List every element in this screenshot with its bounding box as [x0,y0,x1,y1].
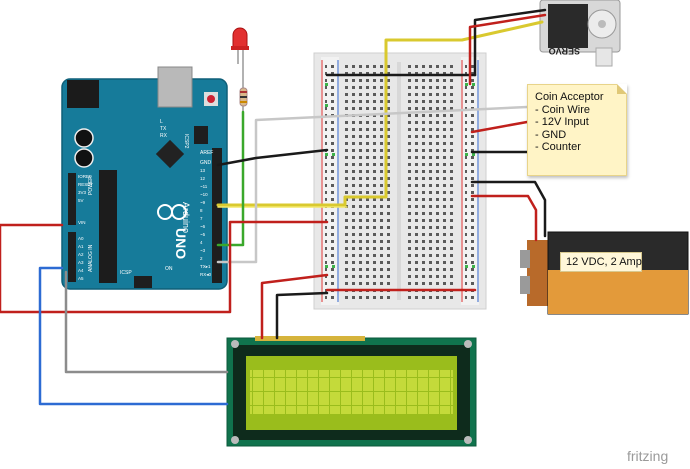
blue-wire [38,266,229,406]
analog-pin-label: A2 [78,252,84,257]
arduino-name: Arduino [181,202,191,233]
red-wire-5v [0,220,329,314]
arduino-ioref-label: IOREF [78,174,92,179]
digital-pin-labels: 13 12 ~11 ~10 ~9 8 7 ~6 ~5 4 ~3 2TX▸1RX◂0 [200,168,212,277]
arduino-icsp2-label: ICSP2 [183,134,189,149]
digital-pin-label: TX▸1 [200,264,211,269]
battery-9v [520,231,689,315]
coin-note-line: - Coin Wire [535,103,591,116]
arduino-vin-label: VIN [78,220,86,225]
digital-pin-label: ~9 [200,200,206,205]
digital-pin-label: ~11 [200,184,208,189]
analog-pin-label: A4 [78,268,84,273]
coin-acceptor-note: Coin Acceptor - Coin Wire - 12V Input - … [527,84,627,176]
coin-note-line: Coin Acceptor [535,91,604,103]
resistor [239,82,248,112]
digital-pin-label: 13 [200,168,206,173]
arduino-icsp-label: ICSP [120,270,132,276]
digital-pin-label: 8 [200,208,203,213]
coin-note-line: - Counter [535,141,581,153]
arduino-5v-label: 5V [78,198,84,203]
arduino-3v3-label: 3V3 [78,190,87,195]
note-fold [617,84,627,94]
digital-pin-label: RX◂0 [200,272,212,277]
white-wire [216,105,529,264]
digital-pin-label: 12 [200,176,206,181]
arduino-uno-board [61,66,228,290]
analog-pin-label: A1 [78,244,84,249]
lcd-16x2 [226,336,477,447]
yellow-wire [216,20,544,207]
analog-pin-label: A5 [78,276,84,281]
arduino-gnd-label: GND [200,160,212,166]
fritzing-logo: fritzing [627,448,669,464]
coin-note-line: - GND [535,128,567,141]
arduino-power-label: POWER [88,176,94,195]
arduino-l-label: L [160,119,163,125]
analog-pin-label: A3 [78,260,84,265]
arduino-aref-label: AREF [200,150,213,156]
red-led [231,27,249,82]
arduino-analog-label: ANALOG IN [88,244,94,272]
analog-pin-label: A0 [78,236,84,241]
wires [0,8,547,406]
coin-note-line: - 12V Input [535,116,589,128]
arduino-on-label: ON [165,266,173,272]
digital-pin-label: ~3 [200,248,206,253]
digital-pin-label: ~10 [200,192,208,197]
servo-motor [539,0,621,67]
battery-label: 12 VDC, 2 Amp [560,252,642,272]
arduino-digital-label: DIGITAL (PWM~) [229,180,234,212]
arduino-tx-label: TX [160,126,167,132]
digital-pin-label: 4 [200,240,203,245]
servo-label: SERVO [549,46,580,56]
breadboard [313,52,487,310]
arduino-reset-label: RESET [78,182,93,187]
digital-pin-label: ~6 [200,224,206,229]
digital-pin-label: ~5 [200,232,206,237]
arduino-model: UNO [173,228,189,259]
green-wire [216,110,245,247]
digital-pin-label: 2 [200,256,203,261]
arduino-rx-label: RX [160,133,168,139]
black-wire-gnd [216,148,329,167]
gray-wire [64,270,229,374]
digital-pin-label: 7 [200,216,203,221]
